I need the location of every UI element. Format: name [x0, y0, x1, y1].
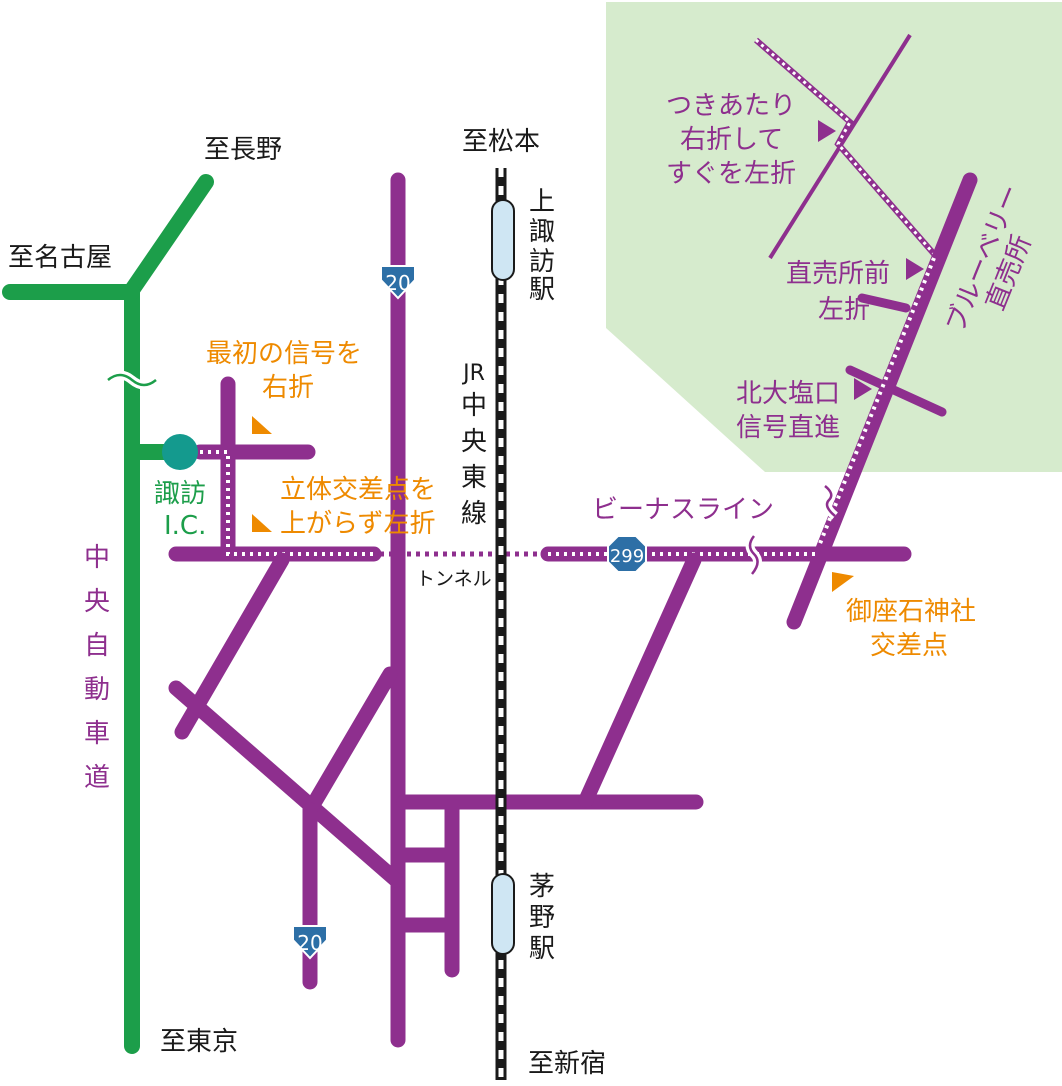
pointer-chokubai [906, 258, 924, 280]
road-break-299-edge [748, 535, 759, 575]
chino-station-label: 茅 野 駅 [529, 872, 555, 964]
ic-label-abbr: I.C. [164, 511, 206, 541]
route-20-label-south: 20 [297, 931, 322, 955]
chino-station-box [491, 873, 515, 955]
station-char: 駅 [529, 275, 555, 305]
kamisuwa-station-label: 上 諏 訪 駅 [529, 187, 555, 305]
instr-tsukiatari-1: つきあたり [666, 91, 796, 121]
instr-mikura-1: 御座石神社 [846, 597, 976, 627]
instr-kitaoshio-1: 北大塩口 [736, 379, 840, 409]
pointer-overpass [252, 514, 272, 532]
station-char: 上 [529, 187, 555, 217]
route-dotted-ic [200, 450, 374, 556]
expressway-char: 自 [84, 631, 110, 661]
route-dotted-farm [754, 37, 937, 256]
pointer-tsukiatari [818, 120, 836, 142]
expressway-break-edge [107, 373, 157, 387]
instr-mikura-2: 交差点 [870, 631, 948, 661]
local-road [302, 666, 398, 818]
jr-label-char: 東 [461, 463, 487, 493]
station-char: 野 [529, 903, 555, 933]
expressway-to-nagano [124, 174, 214, 298]
jr-label-char: 線 [461, 499, 487, 529]
label-to-matsumoto: 至松本 [462, 127, 540, 157]
station-char: 駅 [529, 934, 555, 964]
instr-kitaoshio-2: 信号直進 [736, 413, 840, 443]
instr-tsukiatari-3: すぐを左折 [666, 159, 796, 189]
expressway-char: 車 [84, 719, 110, 749]
label-to-nagoya: 至名古屋 [8, 243, 112, 273]
station-char: 茅 [529, 872, 555, 902]
expressway-char: 央 [84, 587, 110, 617]
jr-line-label: JR 中 央 東 線 [461, 361, 487, 529]
expressway-char: 道 [84, 763, 110, 793]
instr-overpass-1: 立体交差点を [280, 475, 436, 505]
jr-label-char: JR [461, 361, 485, 386]
instr-overpass-2: 上がらず左折 [280, 509, 435, 539]
expressway-char: 中 [84, 543, 110, 573]
route-20-shield-south: 20 [292, 925, 328, 960]
expressway-label: 中 央 自 動 車 道 [84, 543, 110, 793]
road-break-diagonal-edge [824, 485, 836, 517]
instr-first-signal-1: 最初の信号を [206, 339, 362, 369]
venus-line-label: ビーナスライン [592, 495, 774, 525]
route-299-shield: 299 [607, 535, 647, 573]
farm-area [606, 2, 1062, 472]
instr-chokubai-2: 左折 [818, 295, 870, 325]
pointer-kitaoshio [854, 378, 872, 400]
local-road [578, 552, 702, 808]
ic-label-name: 諏訪 [154, 479, 206, 509]
station-char: 訪 [529, 247, 555, 277]
label-to-nagano: 至長野 [204, 135, 282, 165]
label-tunnel: トンネル [416, 568, 492, 590]
route-20-shield-north: 20 [380, 265, 416, 300]
pointer-first-signal [252, 416, 272, 434]
route-20-label-north: 20 [385, 271, 410, 295]
local-road [845, 365, 947, 417]
instr-chokubai-1: 直売所前 [786, 259, 890, 289]
local-road [857, 293, 911, 313]
station-char: 諏 [529, 217, 555, 247]
suwa-ic-marker [162, 434, 198, 470]
jr-label-char: 中 [461, 391, 487, 421]
label-to-shinjuku: 至新宿 [528, 1049, 606, 1079]
route-299-label: 299 [610, 546, 644, 567]
jr-label-char: 央 [461, 427, 487, 457]
route-dots-diagonal [813, 257, 936, 557]
expressway-char: 動 [84, 675, 110, 705]
label-to-tokyo: 至東京 [160, 1027, 238, 1057]
instr-first-signal-2: 右折 [262, 373, 314, 403]
instr-tsukiatari-2: 右折して [680, 125, 783, 155]
kamisuwa-station-box [491, 199, 515, 281]
local-road [168, 680, 404, 888]
pointer-mikura [832, 572, 854, 592]
